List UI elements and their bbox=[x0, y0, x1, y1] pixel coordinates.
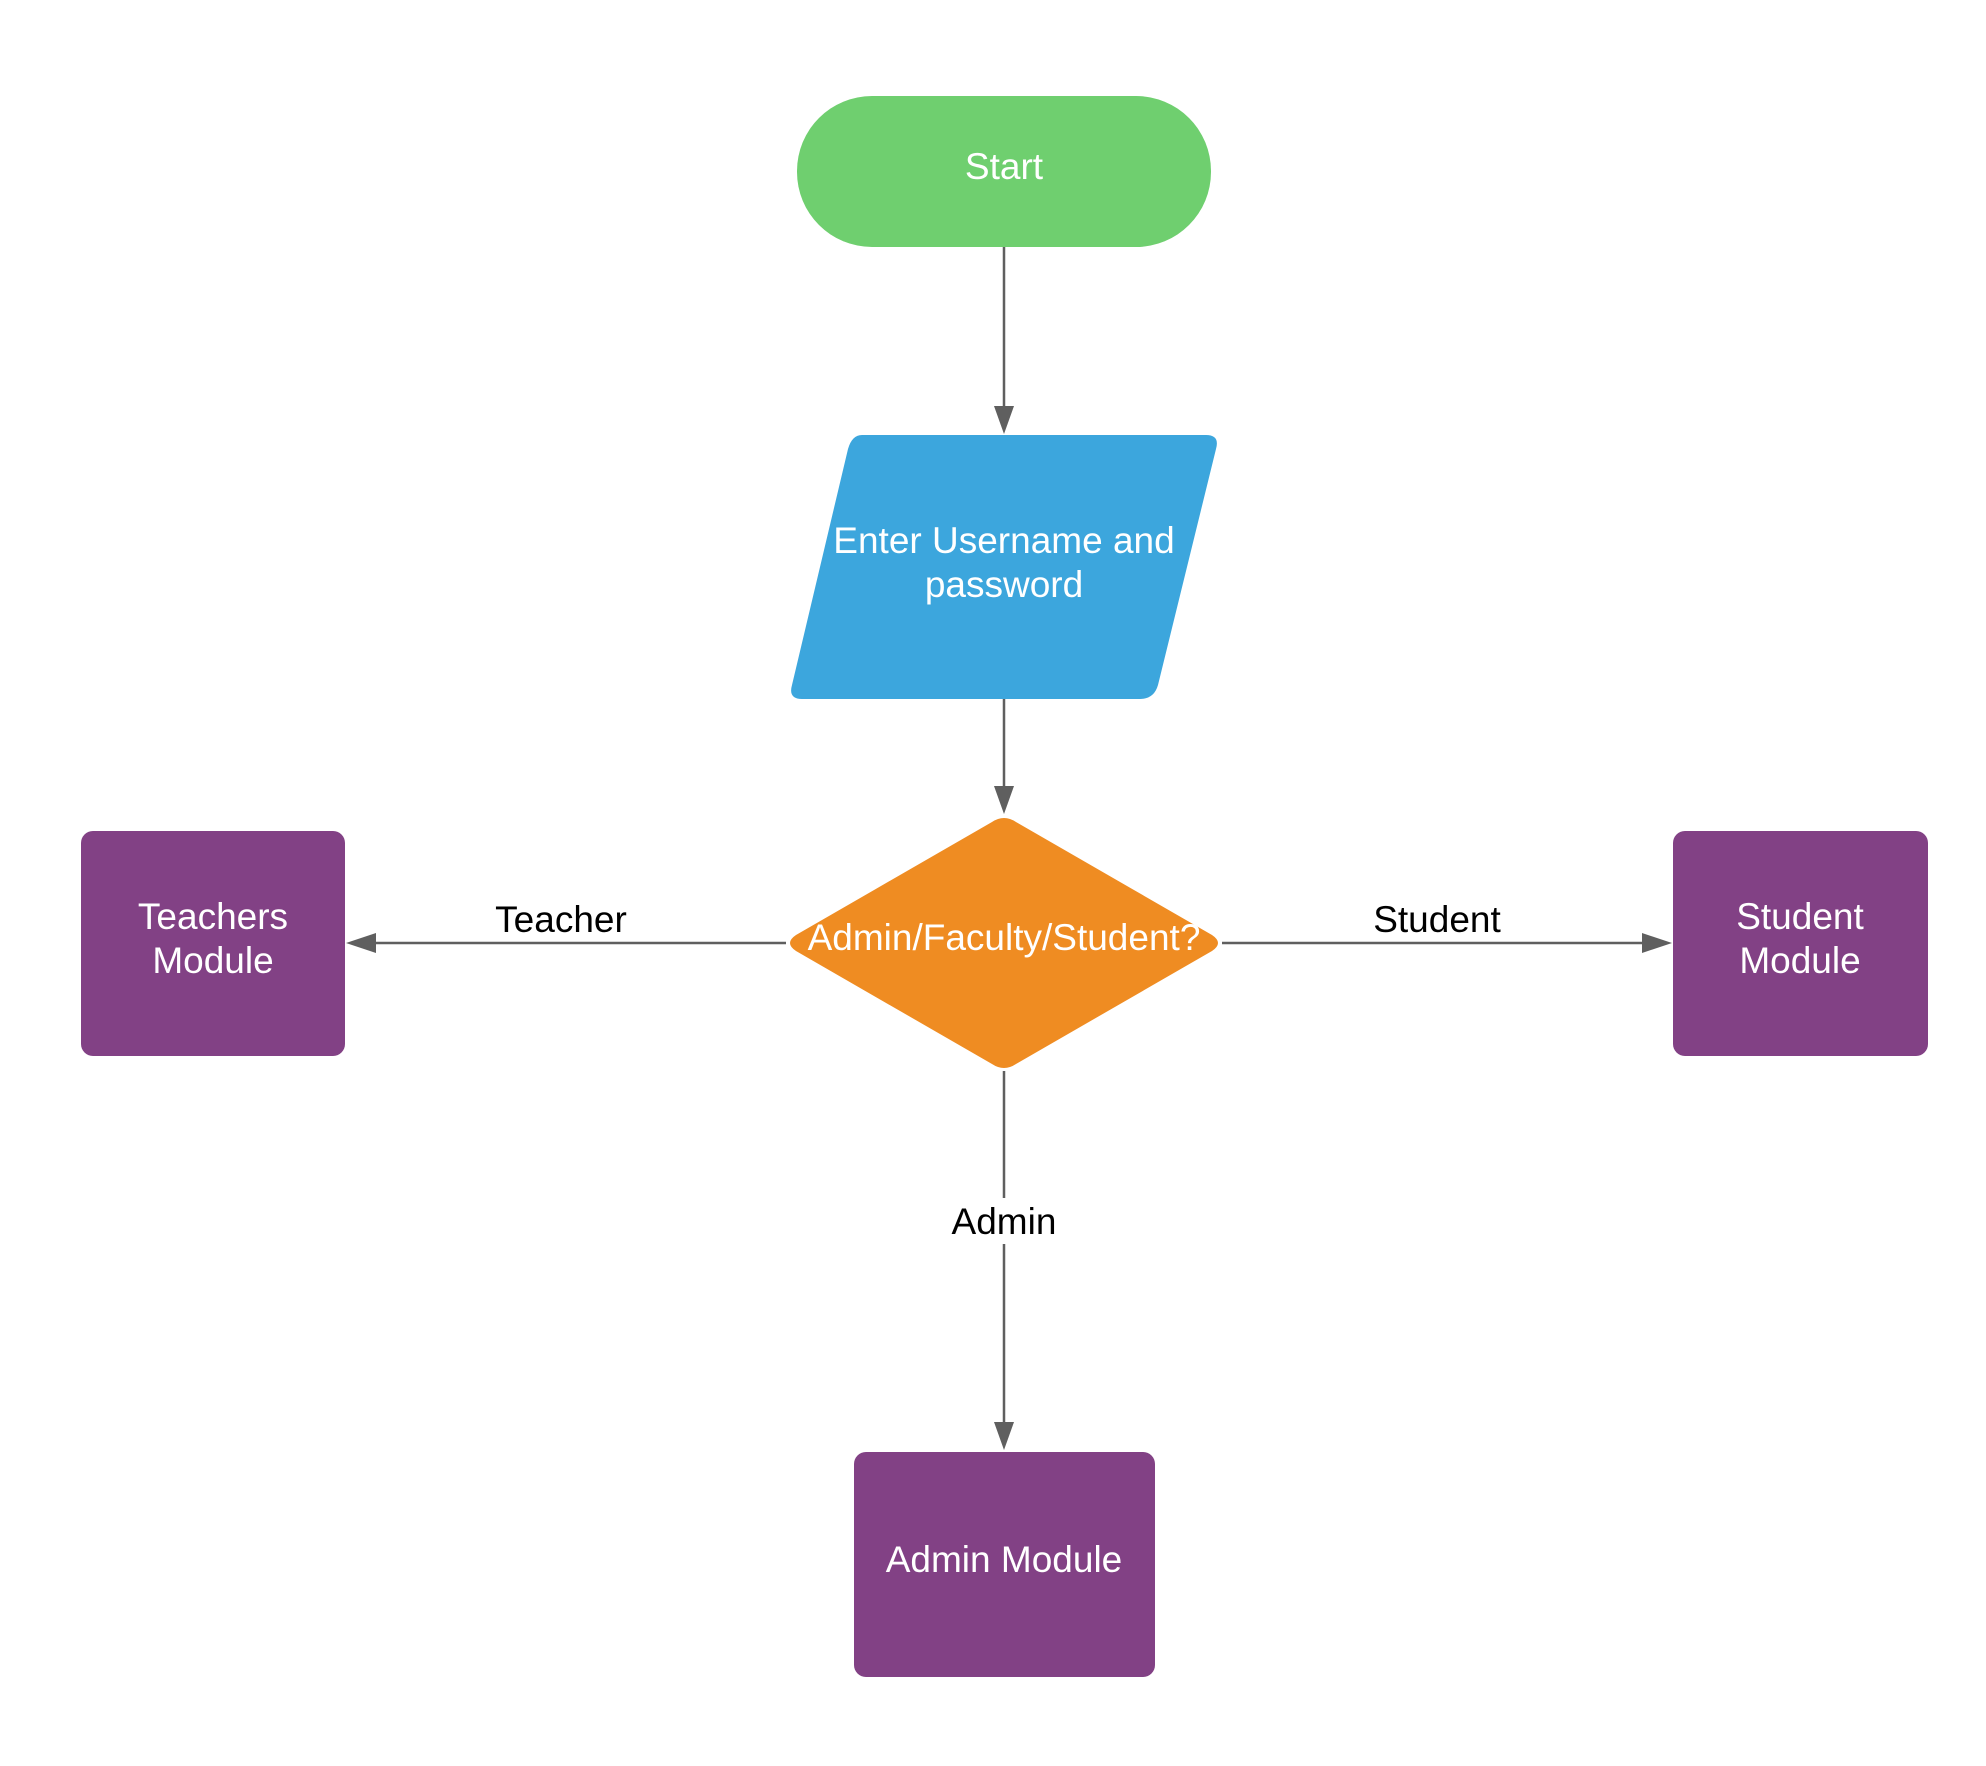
student-module-shape bbox=[1673, 831, 1928, 1056]
edge-label-student: Student bbox=[1373, 899, 1501, 940]
arrowhead-icon bbox=[346, 933, 376, 953]
edge-label-admin: Admin bbox=[952, 1201, 1057, 1242]
teachers-module-shape bbox=[81, 831, 345, 1056]
arrowhead-icon bbox=[994, 406, 1014, 434]
input-label-line1: Enter Username and bbox=[833, 520, 1174, 561]
input-node: Enter Username and password bbox=[791, 435, 1217, 699]
admin-module-label: Admin Module bbox=[886, 1539, 1123, 1580]
arrowhead-icon bbox=[994, 1422, 1014, 1450]
edge-decision-to-admin bbox=[994, 1071, 1014, 1450]
teachers-module-label-line2: Module bbox=[152, 940, 273, 981]
admin-module-node: Admin Module bbox=[854, 1452, 1155, 1677]
edge-decision-to-teachers bbox=[346, 933, 786, 953]
teachers-module-node: Teachers Module bbox=[81, 831, 345, 1056]
decision-label: Admin/Faculty/Student? bbox=[808, 917, 1201, 958]
edge-start-to-input bbox=[994, 247, 1014, 434]
start-node: Start bbox=[797, 96, 1211, 247]
edge-label-background bbox=[944, 1198, 1064, 1244]
teachers-module-label-line1: Teachers bbox=[138, 896, 288, 937]
student-module-node: Student Module bbox=[1673, 831, 1928, 1056]
arrowhead-icon bbox=[994, 786, 1014, 814]
input-label-line2: password bbox=[925, 564, 1083, 605]
arrowhead-icon bbox=[1642, 933, 1672, 953]
start-label: Start bbox=[965, 146, 1044, 187]
input-parallelogram-shape bbox=[791, 435, 1217, 699]
student-module-label-line2: Module bbox=[1739, 940, 1860, 981]
edge-input-to-decision bbox=[994, 699, 1014, 814]
edge-label-teacher: Teacher bbox=[495, 899, 627, 940]
start-terminator-shape bbox=[797, 96, 1211, 247]
edge-decision-to-student bbox=[1222, 933, 1672, 953]
student-module-label-line1: Student bbox=[1736, 896, 1864, 937]
decision-node: Admin/Faculty/Student? bbox=[790, 818, 1218, 1068]
admin-module-shape bbox=[854, 1452, 1155, 1677]
decision-diamond-shape bbox=[790, 818, 1218, 1068]
